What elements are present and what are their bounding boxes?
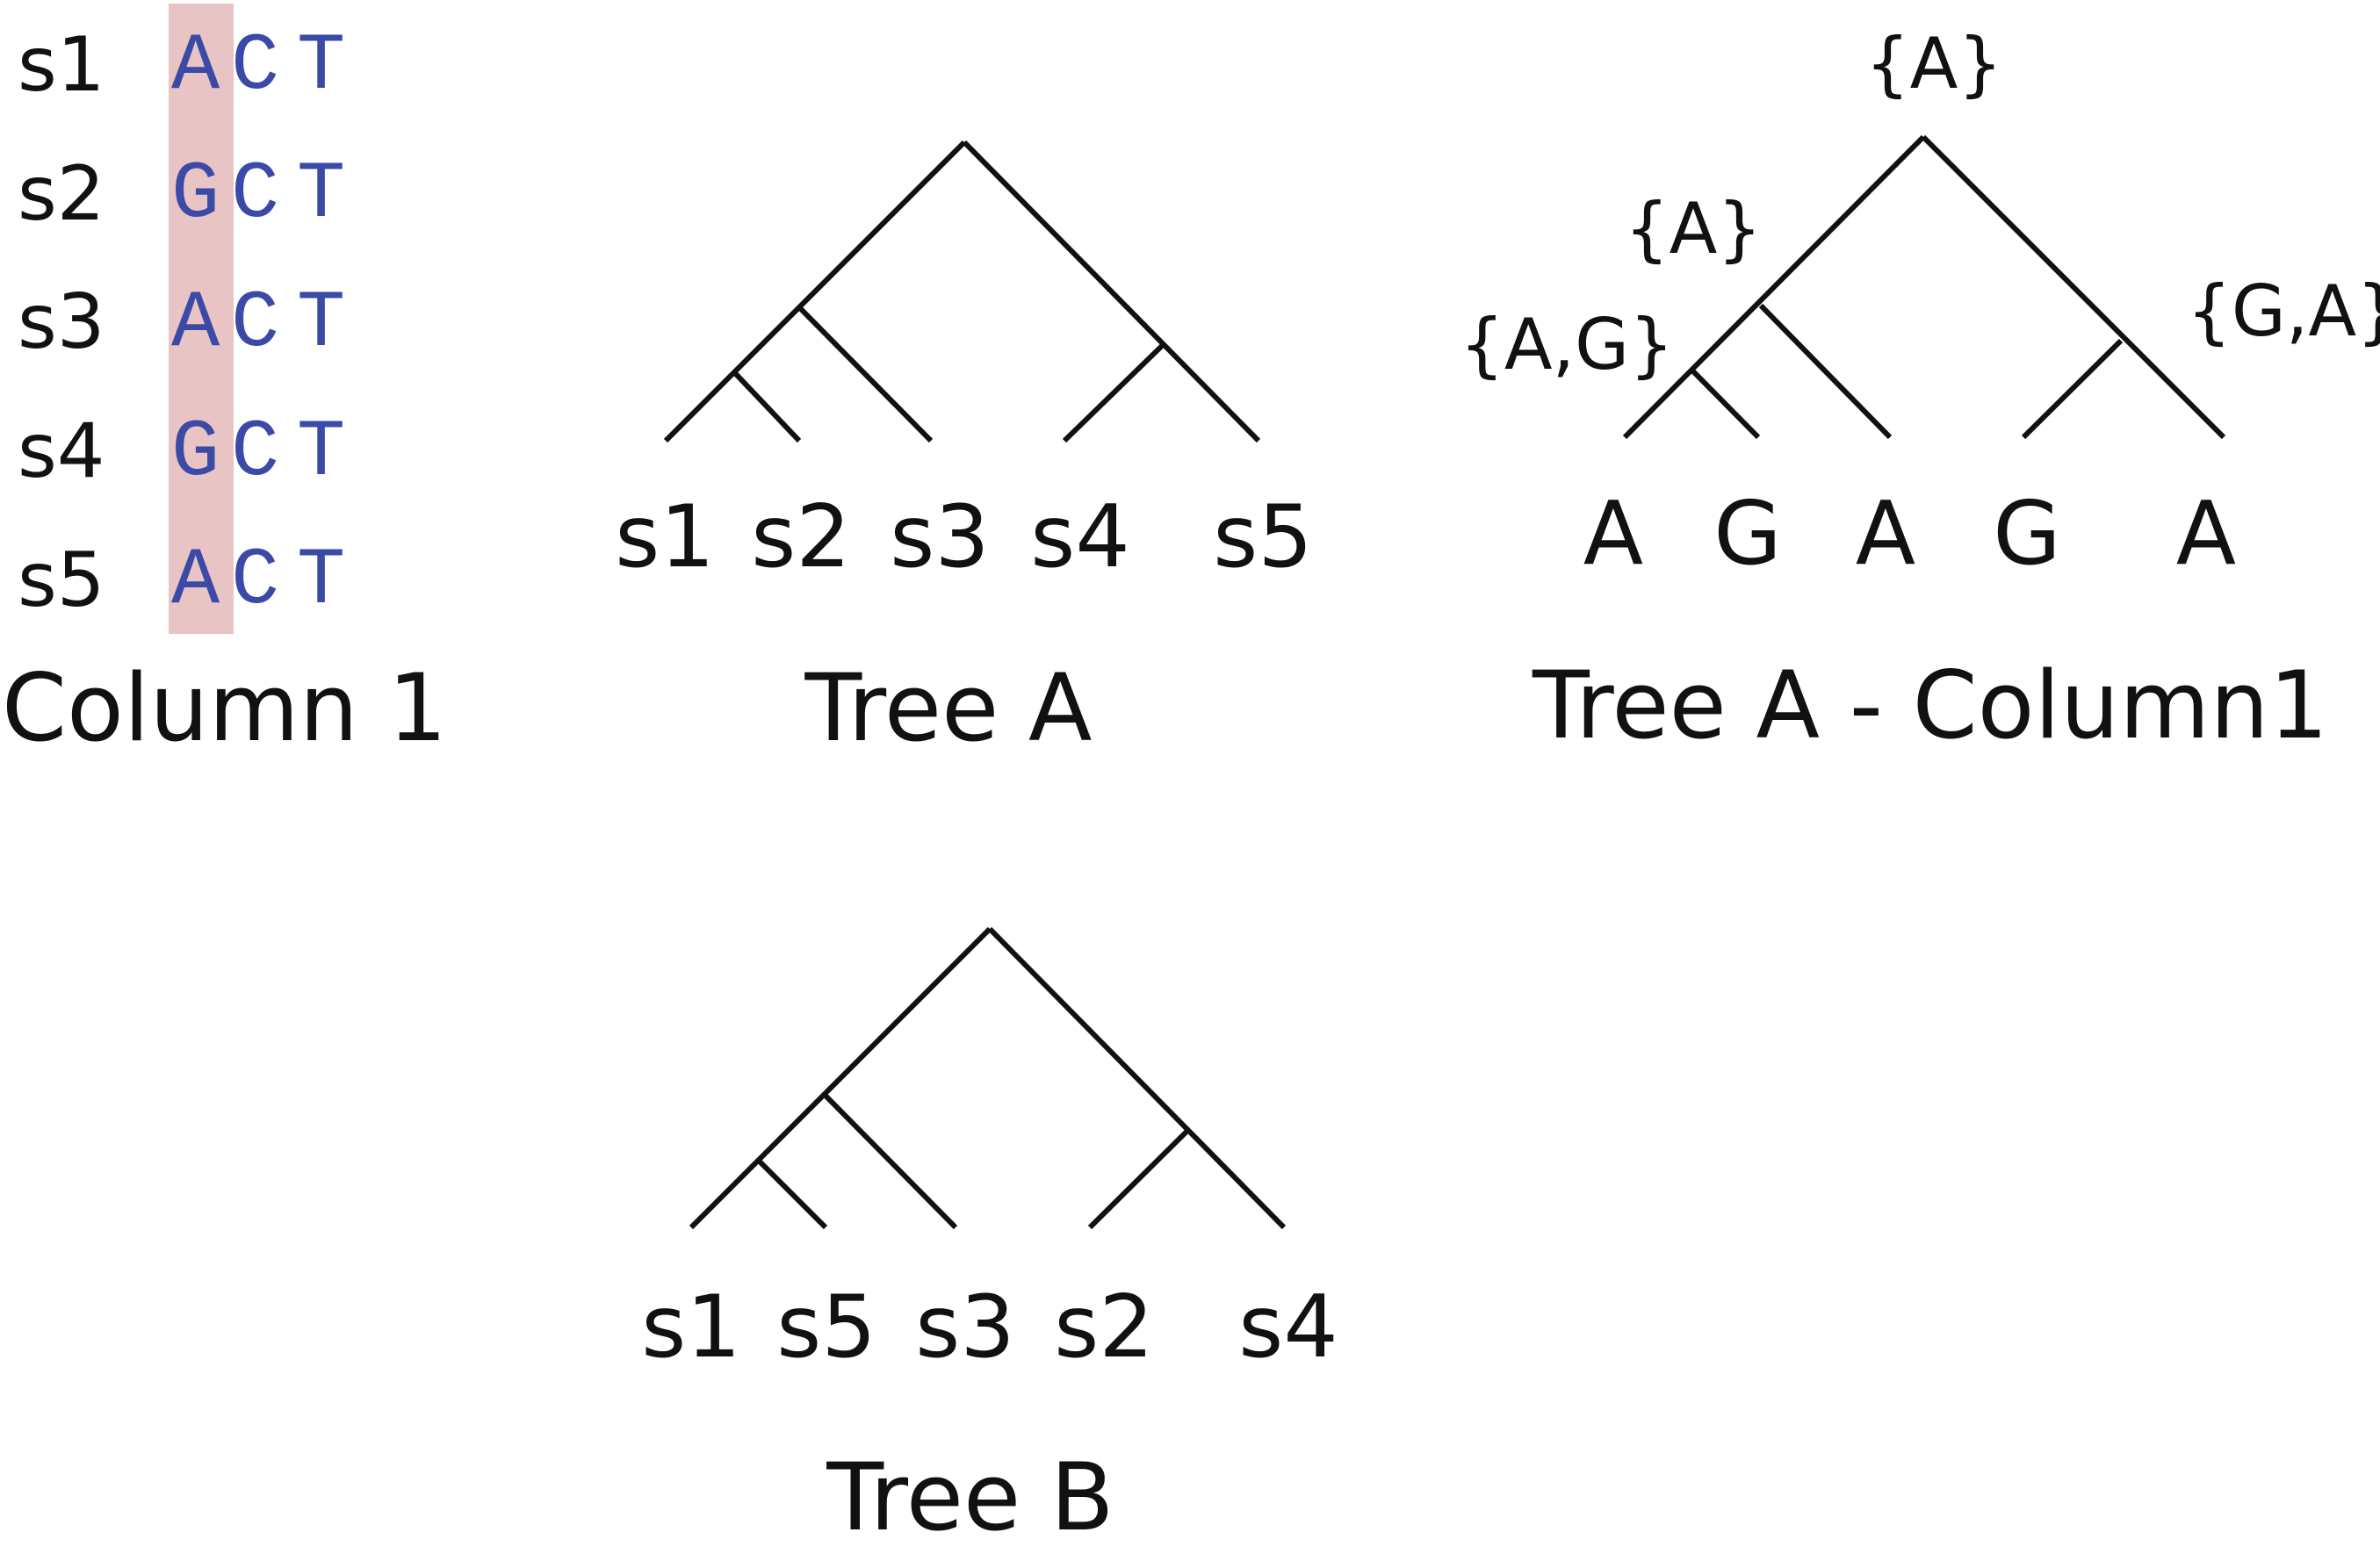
alignment-row: s3 A C T (18, 277, 345, 370)
residue: C (231, 148, 279, 241)
tree-a-column1-panel: {A} {A} {A,G} {G,A} A G A G A Tree A - C… (1460, 23, 2380, 759)
leaf-state: G (1993, 482, 2061, 585)
tree-branch (756, 1158, 828, 1230)
residue: T (297, 277, 345, 370)
tree-a-column1-caption: Tree A - Column1 (1532, 651, 2328, 759)
tree-a-panel: s1 s2 s3 s4 s5 Tree A (615, 140, 1313, 762)
tree-branch (987, 926, 1287, 1230)
leaf-label: s3 (890, 487, 989, 587)
alignment-row: s2 G C T (18, 148, 345, 241)
cherry-state-set: {G,A} (2187, 270, 2380, 352)
sequence-name: s5 (18, 536, 105, 624)
residue: A (171, 277, 220, 370)
tree-branch (797, 305, 934, 443)
tree-branch (732, 370, 802, 443)
tree-branch (962, 140, 1261, 443)
residue: C (231, 406, 279, 499)
residue: A (171, 20, 220, 112)
highlighted-column-band (169, 4, 234, 634)
tree-branch (689, 926, 992, 1230)
root-state-set: {A} (1865, 23, 2003, 104)
tree-branch (1087, 1126, 1192, 1230)
leaf-label: s3 (915, 1277, 1014, 1378)
residue: C (231, 277, 279, 370)
leaf-state: A (1856, 482, 1915, 585)
sequence-name: s1 (18, 21, 105, 109)
leaf-label: s4 (1030, 487, 1129, 587)
sequence-name: s3 (18, 278, 105, 366)
leaf-label: s5 (1213, 487, 1312, 587)
residue: T (297, 20, 345, 112)
leaf-label: s1 (641, 1277, 740, 1378)
residue: C (231, 20, 279, 112)
tree-branch (1062, 342, 1166, 443)
tree-b-branches (689, 926, 1287, 1230)
alignment-row: s1 A C T (18, 20, 345, 112)
tree-branch (1758, 303, 1893, 440)
leaf-state: G (1713, 482, 1782, 585)
residue: A (171, 535, 220, 627)
leaf-label: s2 (1054, 1277, 1153, 1378)
tree-a-caption: Tree A (804, 654, 1092, 762)
tree-branch (1921, 134, 2226, 440)
alignment-row: s4 G C T (18, 406, 345, 499)
tree-branch (663, 140, 967, 443)
sequence-name: s2 (18, 150, 105, 238)
sequence-name: s4 (18, 407, 105, 495)
residue: T (297, 535, 345, 627)
alignment-row: s5 A C T (18, 535, 345, 627)
tree-branch (2021, 338, 2124, 440)
internal-state-set: {A} (1625, 188, 1763, 270)
leaf-state: A (2176, 482, 2236, 585)
tree-branch (1690, 368, 1761, 440)
leaf-state: A (1583, 482, 1643, 585)
leaf-label: s1 (615, 487, 714, 587)
leaf-label: s5 (776, 1277, 876, 1378)
cherry-state-set: {A,G} (1460, 304, 1674, 385)
tree-a-branches (663, 140, 1261, 443)
leaf-label: s2 (751, 487, 850, 587)
residue: G (171, 406, 220, 499)
alignment-panel: s1 A C T s2 G C T s3 A C T s4 G C T s5 A… (2, 4, 447, 762)
tree-b-panel: s1 s5 s3 s2 s4 Tree B (641, 926, 1338, 1551)
tree-branch (823, 1093, 958, 1230)
tree-a-column1-branches (1622, 134, 2226, 440)
leaf-label: s4 (1238, 1277, 1338, 1378)
residue: C (231, 535, 279, 627)
tree-b-caption: Tree B (826, 1443, 1114, 1551)
residue: G (171, 148, 220, 241)
residue: T (297, 148, 345, 241)
tree-branch (1622, 134, 1926, 440)
alignment-caption: Column 1 (2, 654, 447, 762)
residue: T (297, 406, 345, 499)
